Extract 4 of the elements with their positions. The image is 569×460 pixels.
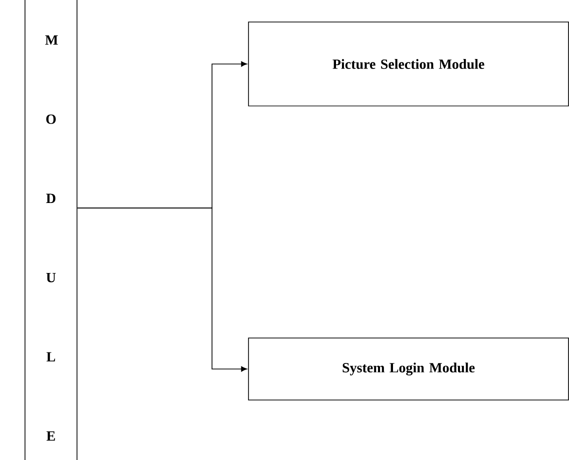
module-bar: M O D U L E	[24, 0, 78, 460]
module-box: Picture Selection Module	[248, 22, 569, 106]
module-box: System Login Module	[248, 338, 569, 400]
arrow	[77, 208, 248, 372]
